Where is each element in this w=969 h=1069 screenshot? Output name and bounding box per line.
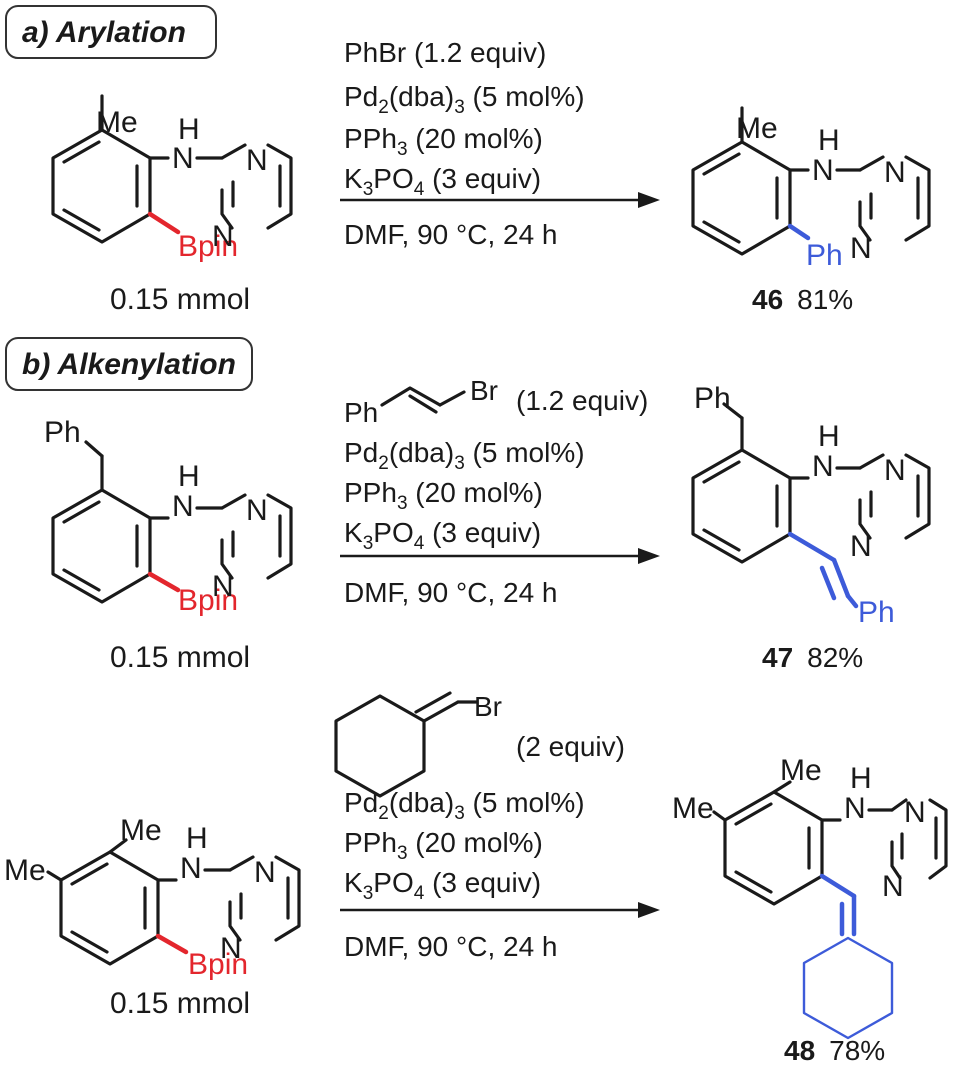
product-48-n2: N [882,870,904,903]
section-b-title: b) Alkenylation [22,348,236,381]
section-a-title: a) Arylation [22,16,186,49]
reactant-2-scale: 0.15 mmol [110,641,250,674]
product-46-nh-h: H [818,124,840,157]
pyrimidine-n1-2: N [246,494,268,527]
bpin-label: Bpin [178,230,238,263]
cond-1-catalyst: Pd2(dba)3 (5 mol%) [344,81,585,118]
bpin-label-2: Bpin [178,584,238,617]
product-47-n2: N [850,530,872,563]
pyrimidine-n1-3: N [254,856,276,889]
pyrimidine-n2: N [212,220,234,253]
section-b-header: b) Alkenylation [5,337,253,391]
cond-2-ligand: PPh3 (20 mol%) [344,477,543,514]
product-46-n1: N [884,156,906,189]
cond-3-base: K3PO4 (3 equiv) [344,867,541,904]
product-48-n1: N [904,796,926,829]
compound-number-47: 47 [762,642,793,673]
product-48-methyl-2: Me [672,792,714,825]
section-b-box [5,337,253,391]
vinyl-bond-47 [831,557,851,599]
product-48-caption: 48 78% [784,1035,885,1066]
cyclohexylidene-ring [334,694,426,798]
nh-n-label-3: N [180,852,202,885]
c-b-bond [147,211,181,235]
styryl-bromide-equiv: (1.2 equiv) [516,385,648,416]
cond-2-solvent: DMF, 90 °C, 24 h [344,577,558,608]
section-a-header: a) Arylation [5,5,217,59]
product-47: Ph Ph H N N N 47 82% [691,382,931,673]
pyrimidine-n2-3: N [220,932,242,965]
product-48-nh-n: N [844,792,866,825]
product-48-methyl-1: Me [780,754,822,787]
new-c-c-bond-48 [819,873,857,899]
cond-1-base: K3PO4 (3 equiv) [344,163,541,200]
pyrimidine-n2-2: N [212,570,234,603]
cyclohexylidene-bromide-br: Br [474,691,502,722]
cond-1-ligand: PPh3 (20 mol%) [344,123,543,160]
arrow-head-3 [638,902,660,918]
pyrimidine-n1: N [246,144,268,177]
c-b-bond-3 [155,933,189,955]
product-47-phenyl: Ph [858,596,895,629]
bpin-label-3: Bpin [188,948,248,981]
nh-n-label-2: N [172,490,194,523]
product-47-n1: N [884,454,906,487]
reactant-3-methyl-1: Me [120,814,162,847]
product-48: Me Me H N N N 48 78% [672,754,948,1066]
cond-3-catalyst: Pd2(dba)3 (5 mol%) [344,787,585,824]
product-46-methyl: Me [736,112,778,145]
c-b-bond-2 [147,571,181,593]
arrow-head-2 [638,548,660,564]
reactant-1-benzene [51,128,152,244]
new-c-c-bond-47 [787,531,837,563]
product-47-caption: 47 82% [762,642,863,673]
styryl-bromide-skeleton [380,386,442,407]
arrow-head-1 [638,192,660,208]
cond-3-ligand: PPh3 (20 mol%) [344,827,543,864]
cyclohexylidene-ring-48 [802,936,894,1040]
yield-46: 81% [797,284,853,315]
product-46: Me Ph H N N N 46 81% [691,106,931,315]
nh-n-label: N [172,142,194,175]
compound-number-48: 48 [784,1035,815,1066]
cond-2-base: K3PO4 (3 equiv) [344,517,541,554]
styryl-bromide-br: Br [470,375,498,406]
cyclohexylidene-bromide-equiv: (2 equiv) [516,731,625,762]
conditions-3: Br (2 equiv) Pd2(dba)3 (5 mol%) PPh3 (20… [334,691,660,962]
yield-47: 82% [807,642,863,673]
reactant-2: Ph Bpin H N N N 0.15 mmol [44,416,293,674]
product-47-nh-n: N [812,450,834,483]
reactant-3-methyl-2: Me [4,854,46,887]
nh-h-label-2: H [178,460,200,493]
methyl-label: Me [96,106,138,139]
nh-h-label: H [178,113,200,146]
yield-48: 78% [829,1035,885,1066]
cond-1-reagent: PhBr (1.2 equiv) [344,37,546,68]
product-46-n2: N [850,232,872,265]
compound-number-46: 46 [752,284,783,315]
conditions-1: PhBr (1.2 equiv) Pd2(dba)3 (5 mol%) PPh3… [340,37,660,250]
reactant-1-scale: 0.15 mmol [110,283,250,316]
reactant-3-scale: 0.15 mmol [110,987,250,1020]
styryl-bromide-ph: Ph [344,397,378,428]
product-46-nh-n: N [812,154,834,187]
product-46-phenyl: Ph [806,239,843,272]
conditions-2: Ph Br (1.2 equiv) Pd2(dba)3 (5 mol%) PPh… [340,375,660,608]
benzyl-phenyl-label: Ph [44,416,81,449]
cond-3-solvent: DMF, 90 °C, 24 h [344,931,558,962]
reactant-1-pyrimidine: N N [212,143,293,253]
product-48-nh-h: H [850,762,872,795]
nh-h-label-3: H [186,822,208,855]
cond-2-catalyst: Pd2(dba)3 (5 mol%) [344,437,585,474]
product-47-benzyl-ph: Ph [694,382,731,415]
reactant-1: Me Bpin H N N N 0.15 mmol [51,94,293,316]
reactant-3: Me Me Bpin H N N N 0.15 mmol [4,814,301,1020]
new-c-c-bond-46 [787,223,811,241]
section-a-box [5,5,217,59]
product-46-caption: 46 81% [752,284,853,315]
cond-1-solvent: DMF, 90 °C, 24 h [344,219,558,250]
product-47-nh-h: H [818,420,840,453]
